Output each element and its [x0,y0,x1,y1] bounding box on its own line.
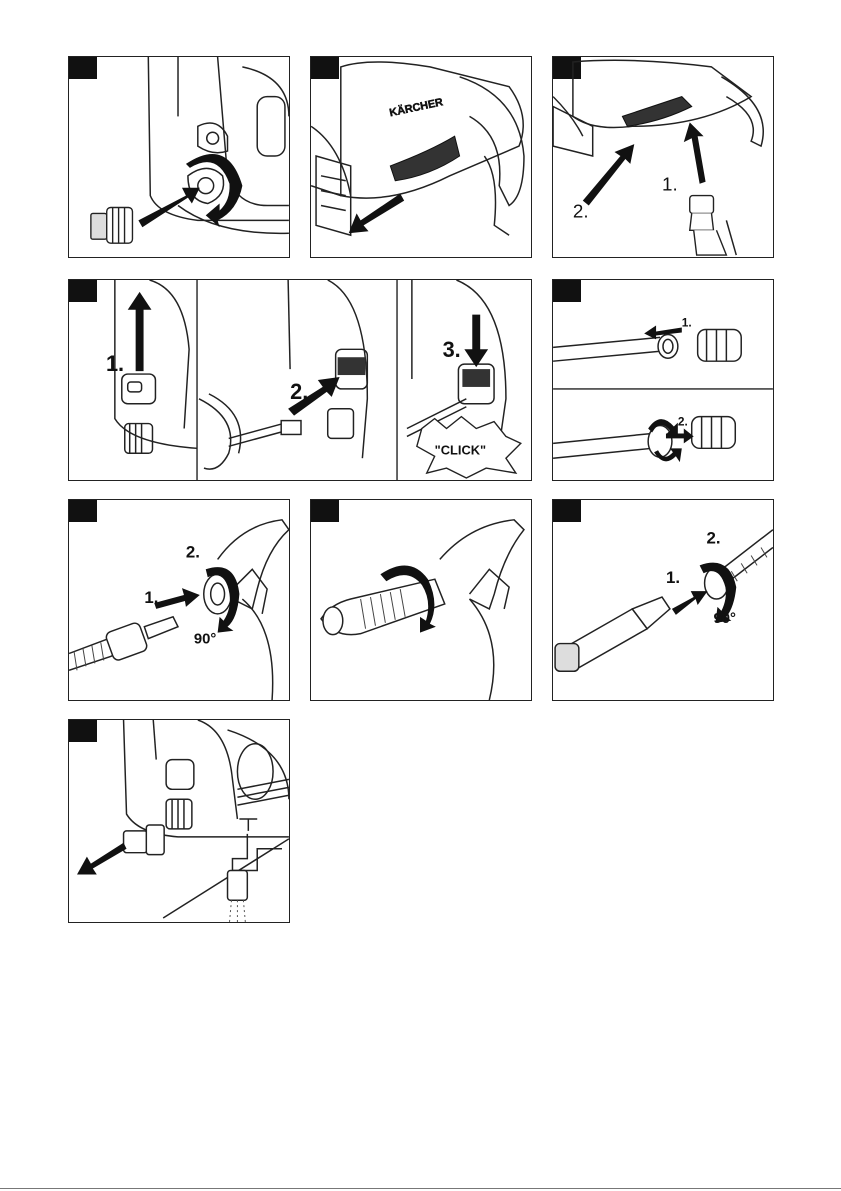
illustration-panel-1 [68,56,290,258]
step-label: 3. [443,337,461,362]
step-label: 1. [662,174,678,195]
gun-lance-illustration: 2. 1. 90° [69,500,289,700]
illustration-panel-3: 1. 2. [552,56,774,258]
brand-label: KÄRCHER [388,95,444,119]
arrow-icon [154,588,200,609]
illustration-panel-5: 1. 2. [552,279,774,481]
illustration-panel-7 [310,499,532,701]
arrow-icon [684,122,706,183]
step-label: 2. [678,415,688,429]
step-label: 2. [707,529,721,548]
illustration-panel-6: 2. 1. 90° [68,499,290,701]
step-label: 2. [573,200,589,221]
high-pressure-hose-illustration: 1. 2. 3. "CLICK" [69,280,531,480]
illustration-panel-4: 1. 2. 3. "CLICK" [68,279,532,481]
gun-rotate-illustration [311,500,531,700]
machine-handle-illustration: KÄRCHER [311,57,531,257]
angle-label: 90° [713,611,736,627]
step-label: 2. [290,379,308,404]
hose-insert-illustration: 1. 2. [553,57,773,257]
machine-inlet-illustration [69,57,289,257]
illustration-panel-9 [68,719,290,923]
arrow-icon [138,188,199,228]
arrow-icon [77,843,127,875]
angle-label: 90° [194,632,217,648]
step-label: 1. [144,588,158,607]
arrow-icon [128,292,152,371]
water-tap-icon [232,834,282,871]
spray-lance-illustration: 1. 2. [553,280,773,480]
click-label: "CLICK" [435,442,486,457]
arrow-icon [672,591,708,615]
step-label: 1. [106,351,124,376]
inlet-filter-illustration [69,720,289,922]
arrow-icon [464,315,488,367]
page-bottom-rule [0,1188,841,1189]
illustration-panel-2: KÄRCHER [310,56,532,258]
arrow-icon [583,144,634,205]
arrow-icon [349,194,404,234]
step-label: 1. [666,568,680,587]
nozzle-attach-illustration: 2. 1. 90° [553,500,773,700]
illustration-panel-8: 2. 1. 90° [552,499,774,701]
step-label: 2. [186,542,200,561]
step-label: 1. [682,316,692,330]
